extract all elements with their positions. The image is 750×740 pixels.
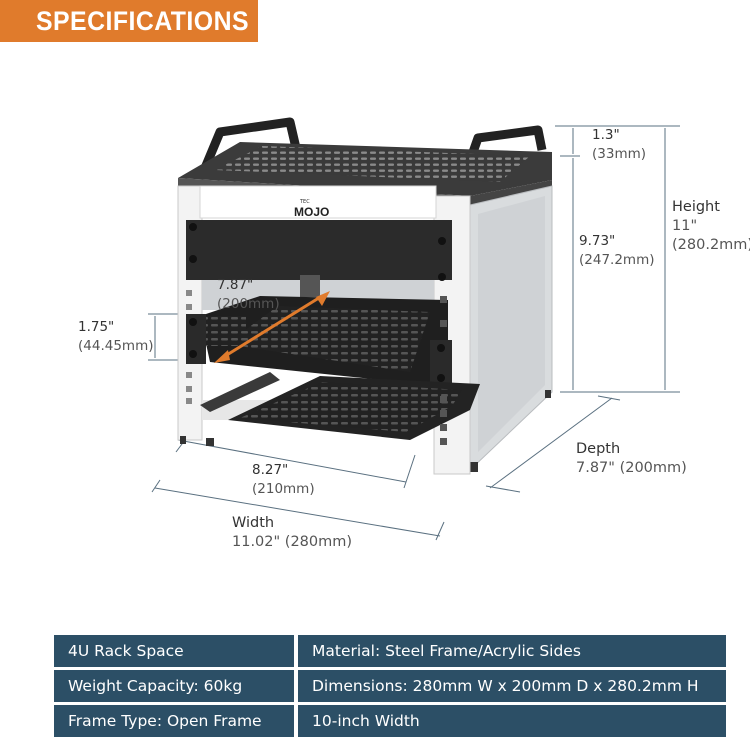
depth-arrow xyxy=(214,291,330,363)
shelf-depth-dimension: 7.87" (200mm) xyxy=(217,276,280,314)
spec-table: 4U Rack Space Material: Steel Frame/Acry… xyxy=(54,635,726,740)
spec-rack-space: 4U Rack Space xyxy=(54,635,294,667)
rack-unit-metric: (44.45mm) xyxy=(78,338,154,354)
spec-weight-capacity: Weight Capacity: 60kg xyxy=(54,670,294,702)
shelf-depth-metric: (200mm) xyxy=(217,296,280,312)
width-label: Width xyxy=(232,515,275,531)
inner-width-imperial: 8.27" xyxy=(252,462,289,478)
body-height-dimension: 9.73" (247.2mm) xyxy=(579,232,654,270)
width-dimension: Width 11.02" (280mm) xyxy=(232,514,352,552)
depth-value: 7.87" (200mm) xyxy=(576,460,687,476)
brand-logo: MOJO xyxy=(294,205,329,219)
spec-material: Material: Steel Frame/Acrylic Sides xyxy=(298,635,726,667)
brand-small: TEC xyxy=(299,199,310,205)
inner-width-dimension: 8.27" (210mm) xyxy=(252,461,315,499)
handle-metric: (33mm) xyxy=(592,146,647,162)
spec-frame-type: Frame Type: Open Frame xyxy=(54,705,294,737)
handle-imperial: 1.3" xyxy=(592,127,620,143)
rack-illustration: TEC MOJO xyxy=(148,117,680,541)
rack-unit-imperial: 1.75" xyxy=(78,319,115,335)
inner-width-metric: (210mm) xyxy=(252,481,315,497)
width-value: 11.02" (280mm) xyxy=(232,534,353,550)
height-label: Height xyxy=(672,199,720,215)
spec-width: 10-inch Width xyxy=(298,705,726,737)
handle-dimension: 1.3" (33mm) xyxy=(592,126,646,164)
body-height-metric: (247.2mm) xyxy=(579,252,655,268)
rack-unit-dimension: 1.75" (44.45mm) xyxy=(78,318,153,356)
blank-panel xyxy=(186,220,452,280)
shelf-depth-imperial: 7.87" xyxy=(217,277,254,293)
height-imperial: 11" xyxy=(672,218,698,234)
height-metric: (280.2mm) xyxy=(672,237,750,253)
body-height-imperial: 9.73" xyxy=(579,233,616,249)
spec-row: 4U Rack Space Material: Steel Frame/Acry… xyxy=(54,635,726,667)
spec-row: Frame Type: Open Frame 10-inch Width xyxy=(54,705,726,737)
top-vent xyxy=(215,146,530,182)
depth-label: Depth xyxy=(576,441,621,457)
height-dimension: Height 11" (280.2mm) xyxy=(672,198,750,255)
specifications-title: SPECIFICATIONS xyxy=(36,6,250,36)
spec-dimensions: Dimensions: 280mm W x 200mm D x 280.2mm … xyxy=(298,670,726,702)
spec-row: Weight Capacity: 60kg Dimensions: 280mm … xyxy=(54,670,726,702)
specifications-banner: SPECIFICATIONS xyxy=(0,0,258,42)
depth-dimension: Depth 7.87" (200mm) xyxy=(576,440,687,478)
